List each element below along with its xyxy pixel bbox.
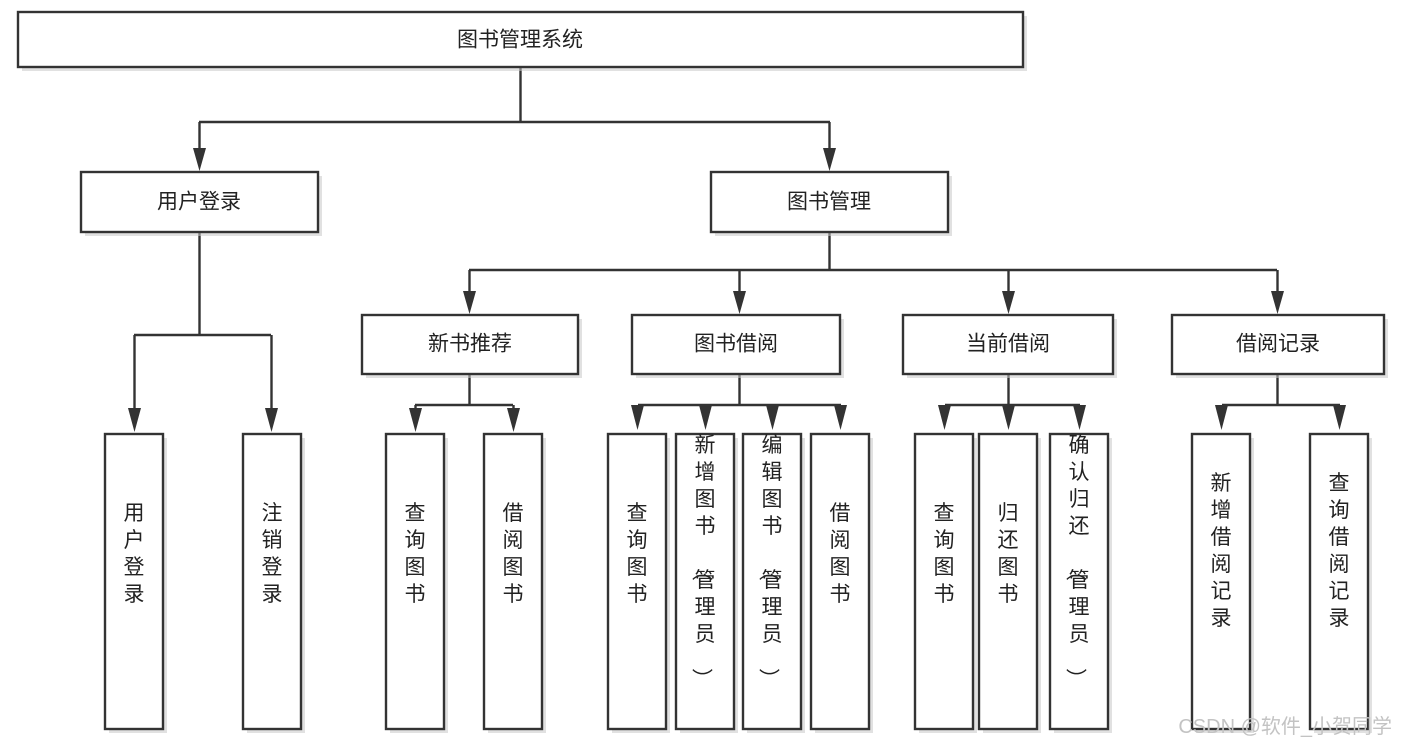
leaf-query-record-label: 查询借阅记录 <box>1329 472 1350 630</box>
arrow-head-leaf-add-record <box>1215 405 1228 430</box>
new-book-recommend-label: 新书推荐 <box>428 333 512 356</box>
node-leaf-user-login[interactable]: 用户登录 <box>103 432 167 733</box>
connector-layer <box>128 67 1346 432</box>
node-leaf-add-book[interactable]: 新增图书（管理员） <box>674 432 738 733</box>
node-leaf-query-book-2[interactable]: 查询图书 <box>606 432 670 733</box>
node-book-manage[interactable]: 图书管理 <box>709 170 952 236</box>
leaf-query-record-box[interactable] <box>1308 432 1370 731</box>
arrow-head-borrow-record <box>1271 291 1284 314</box>
arrow-head-leaf-edit-book <box>766 405 779 430</box>
node-leaf-query-book-3[interactable]: 查询图书 <box>913 432 977 733</box>
arrow-head-user-login <box>193 148 206 171</box>
node-user-login[interactable]: 用户登录 <box>79 170 322 236</box>
leaf-return-book-box[interactable] <box>977 432 1039 731</box>
node-leaf-query-record[interactable]: 查询借阅记录 <box>1308 432 1372 733</box>
arrow-head-leaf-borrow-book-1 <box>507 408 520 432</box>
leaf-user-logout-box[interactable] <box>241 432 303 731</box>
node-leaf-edit-book[interactable]: 编辑图书（管理员） <box>741 432 805 733</box>
arrow-head-leaf-query-book-3 <box>938 405 951 430</box>
leaf-add-book-box[interactable] <box>674 432 736 731</box>
arrow-head-leaf-query-record <box>1333 405 1346 430</box>
leaf-query-book-3-box[interactable] <box>913 432 975 731</box>
user-login-box[interactable] <box>79 170 320 234</box>
leaf-user-login-label: 用户登录 <box>124 502 145 606</box>
leaf-user-login-box[interactable] <box>103 432 165 731</box>
node-leaf-borrow-book-1[interactable]: 借阅图书 <box>482 432 546 733</box>
leaf-borrow-book-1-box[interactable] <box>482 432 544 731</box>
arrow-head-leaf-query-book-2 <box>631 405 644 430</box>
node-current-borrow[interactable]: 当前借阅 <box>901 313 1117 378</box>
borrow-record-box[interactable] <box>1170 313 1386 376</box>
leaf-confirm-return-label: 确认归还（管理员） <box>1064 434 1090 689</box>
arrow-head-new-book-recommend <box>463 291 476 314</box>
new-book-recommend-box[interactable] <box>360 313 580 376</box>
current-borrow-box[interactable] <box>901 313 1115 376</box>
leaf-borrow-book-2-box[interactable] <box>809 432 871 731</box>
arrow-head-leaf-user-logout <box>265 408 278 432</box>
leaf-confirm-return-box[interactable] <box>1048 432 1110 731</box>
arrow-head-leaf-return-book <box>1002 405 1015 430</box>
book-manage-box[interactable] <box>709 170 950 234</box>
arrow-head-leaf-query-book-1 <box>409 408 422 432</box>
node-leaf-borrow-book-2[interactable]: 借阅图书 <box>809 432 873 733</box>
node-leaf-query-book-1[interactable]: 查询图书 <box>384 432 448 733</box>
arrow-head-leaf-borrow-book-2 <box>834 405 847 430</box>
node-book-borrow[interactable]: 图书借阅 <box>630 313 844 378</box>
book-borrow-box[interactable] <box>630 313 842 376</box>
leaf-borrow-book-2-label: 借阅图书 <box>830 502 851 606</box>
leaf-user-logout-label: 注销登录 <box>262 502 283 606</box>
leaf-edit-book-label: 编辑图书（管理员） <box>757 434 783 689</box>
book-manage-label: 图书管理 <box>787 191 871 214</box>
arrow-head-leaf-user-login <box>128 408 141 432</box>
root-box[interactable] <box>16 10 1025 69</box>
leaf-query-book-2-label: 查询图书 <box>627 502 648 606</box>
root-label: 图书管理系统 <box>457 29 583 52</box>
arrow-head-book-borrow <box>733 291 746 314</box>
borrow-record-label: 借阅记录 <box>1236 333 1320 356</box>
arrow-head-current-borrow <box>1002 291 1015 314</box>
leaf-query-book-1-label: 查询图书 <box>405 502 426 606</box>
leaf-add-book-label: 新增图书（管理员） <box>690 434 716 689</box>
book-borrow-label: 图书借阅 <box>694 333 778 356</box>
user-login-label: 用户登录 <box>157 191 241 214</box>
leaf-add-record-label: 新增借阅记录 <box>1211 472 1232 630</box>
node-new-book-recommend[interactable]: 新书推荐 <box>360 313 582 378</box>
node-leaf-add-record[interactable]: 新增借阅记录 <box>1190 432 1254 733</box>
leaf-query-book-2-box[interactable] <box>606 432 668 731</box>
arrow-head-leaf-confirm-return <box>1073 405 1086 430</box>
csdn-watermark: CSDN @软件_小贺同学 <box>1178 715 1392 738</box>
node-leaf-confirm-return[interactable]: 确认归还（管理员） <box>1048 432 1112 733</box>
arrow-head-leaf-add-book <box>699 405 712 430</box>
leaf-edit-book-box[interactable] <box>741 432 803 731</box>
arrow-head-book-manage <box>823 148 836 171</box>
leaf-query-book-3-label: 查询图书 <box>934 502 955 606</box>
leaf-add-record-box[interactable] <box>1190 432 1252 731</box>
leaf-borrow-book-1-label: 借阅图书 <box>503 502 524 606</box>
current-borrow-label: 当前借阅 <box>966 333 1050 356</box>
node-borrow-record[interactable]: 借阅记录 <box>1170 313 1388 378</box>
node-leaf-return-book[interactable]: 归还图书 <box>977 432 1041 733</box>
node-leaf-user-logout[interactable]: 注销登录 <box>241 432 305 733</box>
leaf-return-book-label: 归还图书 <box>998 502 1019 606</box>
leaf-query-book-1-box[interactable] <box>384 432 446 731</box>
node-root[interactable]: 图书管理系统 <box>16 10 1027 71</box>
